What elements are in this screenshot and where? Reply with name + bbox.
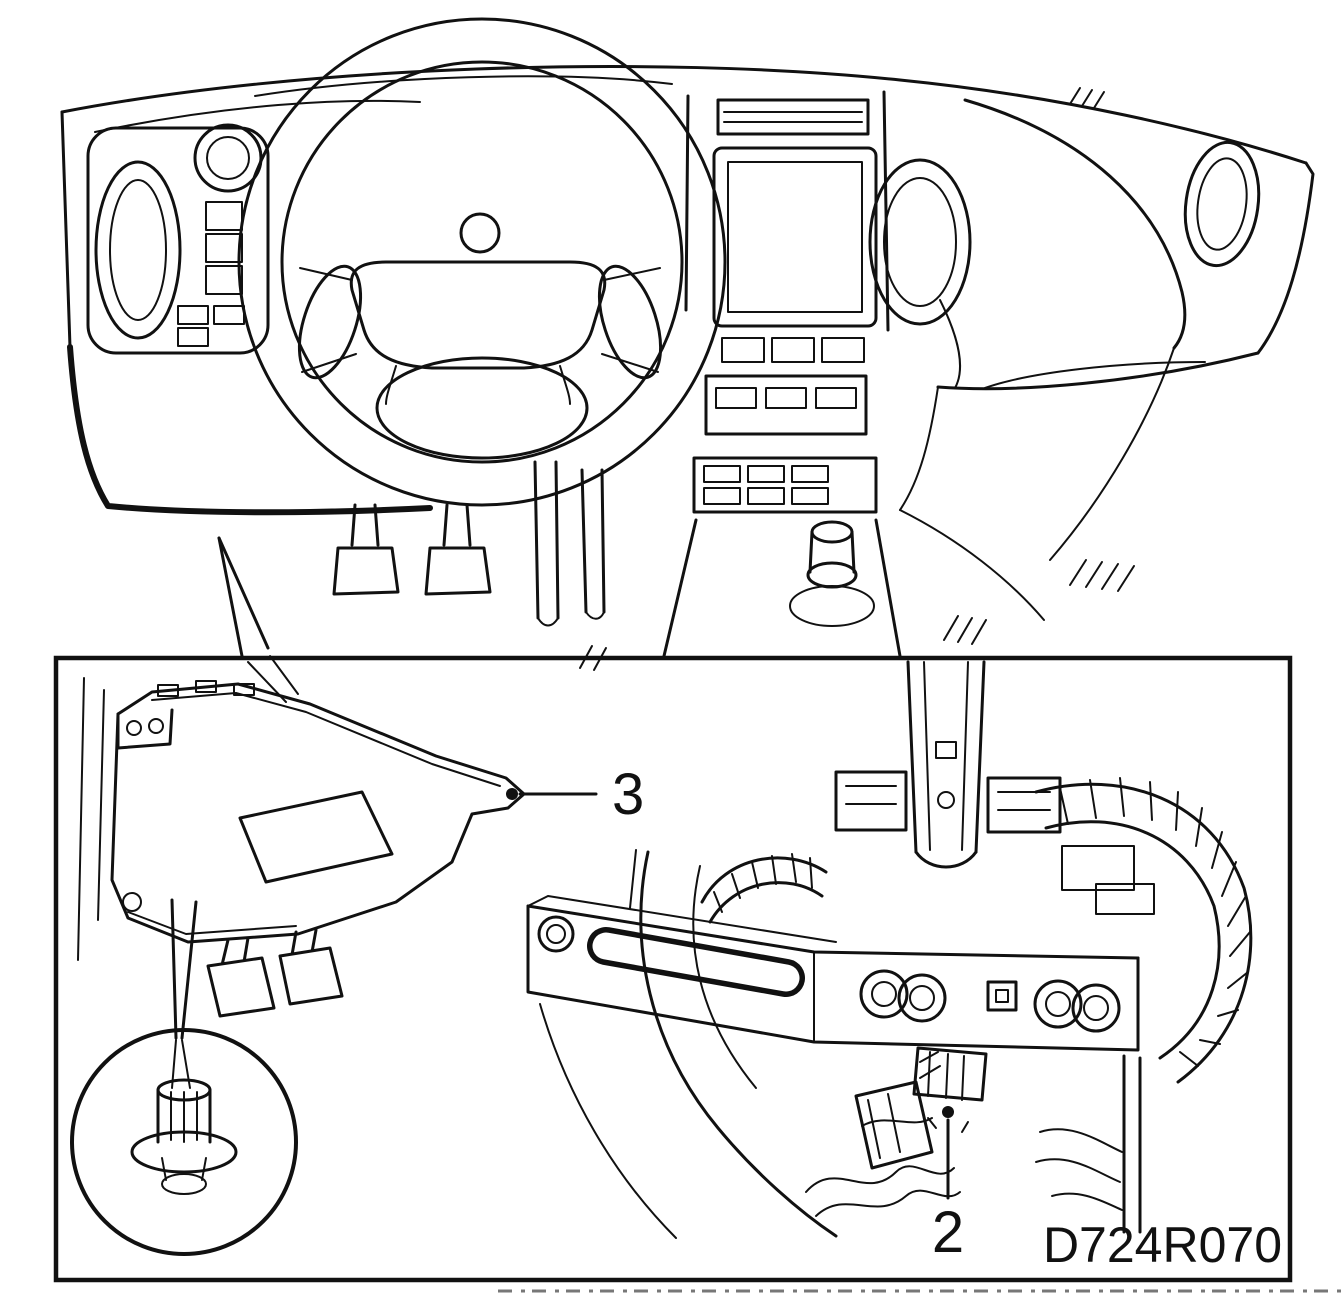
dashboard-outline	[60, 65, 1315, 621]
climate-panel	[692, 456, 878, 514]
shifter-boot	[789, 585, 875, 627]
instrument-cluster	[86, 123, 270, 355]
magnifier-circle	[70, 1028, 298, 1256]
infotainment-screen	[712, 146, 878, 328]
inset-border	[53, 655, 1293, 1283]
callout-2-component	[912, 1046, 988, 1102]
left-spoke-opening	[297, 264, 363, 380]
wheel-lower-opening	[375, 356, 589, 460]
fastener-magnifier	[70, 898, 298, 1256]
figure-code: D724R070	[1043, 1217, 1282, 1273]
right-ribbed-harness	[1034, 777, 1253, 1084]
mounting-bracket-bar	[526, 895, 1140, 1052]
airbag-pad	[349, 260, 607, 370]
center-air-vent	[868, 158, 972, 326]
steering-wheel	[237, 17, 727, 507]
passenger-side-dash	[868, 98, 1261, 389]
pedals-and-stalks	[332, 460, 606, 627]
callout-2-label: 2	[932, 1200, 964, 1265]
right-air-vent	[1183, 140, 1261, 268]
clip-flange	[130, 1130, 238, 1174]
detail-leader-wedge	[217, 536, 299, 703]
panel-screw	[122, 892, 142, 912]
wiring-bundle	[805, 1054, 1142, 1234]
callout-3: 3	[506, 762, 644, 827]
underdash-structure	[539, 849, 838, 1239]
left-ribbed-harness	[700, 853, 828, 924]
connector-round-right	[1033, 979, 1083, 1029]
panel-pocket	[238, 790, 394, 884]
clip-tip	[161, 1173, 207, 1195]
steering-column	[906, 660, 986, 869]
gear-knob	[810, 520, 854, 544]
callout-3-dot	[506, 788, 518, 800]
dashboard-illustration	[60, 17, 1315, 703]
clutch-pedal	[332, 546, 400, 596]
callout-3-label: 3	[612, 762, 644, 827]
callout-2-dot	[942, 1106, 954, 1118]
column-brackets	[834, 770, 1155, 915]
brake-pedal	[424, 546, 492, 596]
inset-pedals	[206, 928, 344, 1018]
callout-2: 2	[927, 1106, 969, 1265]
center-stack	[662, 90, 902, 658]
horn-emblem	[459, 212, 501, 254]
knee-bolster-panel	[110, 680, 526, 944]
bracket-bolt	[537, 915, 575, 953]
detail-inset: 3 2 D724R070	[53, 655, 1293, 1283]
connector-round-left	[859, 969, 909, 1019]
right-spoke-opening	[597, 264, 663, 380]
connector-square	[986, 980, 1018, 1012]
